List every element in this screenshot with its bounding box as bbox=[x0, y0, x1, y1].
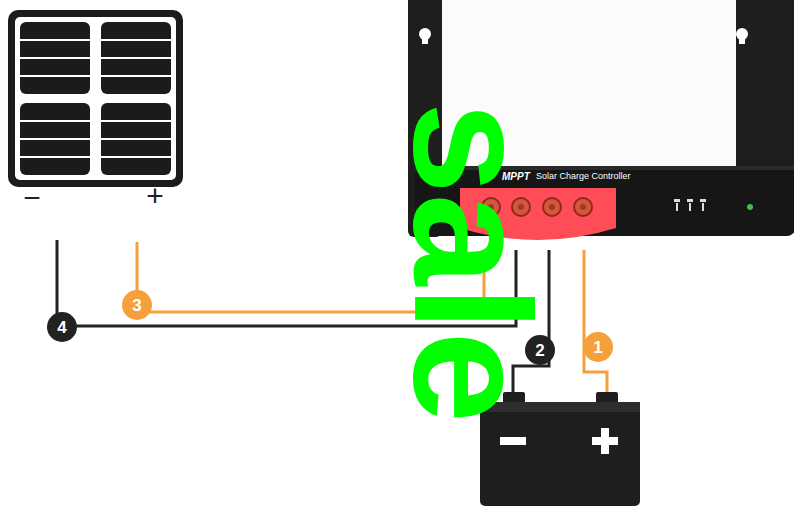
terminal-sign: + bbox=[146, 181, 164, 211]
status-icons bbox=[674, 199, 706, 211]
terminal-sign: − bbox=[23, 183, 41, 213]
callout-number: 1 bbox=[593, 339, 602, 356]
callout-number: 4 bbox=[57, 319, 66, 336]
solar-panel bbox=[8, 10, 183, 187]
watermark: sale bbox=[389, 101, 554, 422]
callout-number: 3 bbox=[132, 297, 141, 314]
minus-symbol bbox=[500, 437, 526, 445]
